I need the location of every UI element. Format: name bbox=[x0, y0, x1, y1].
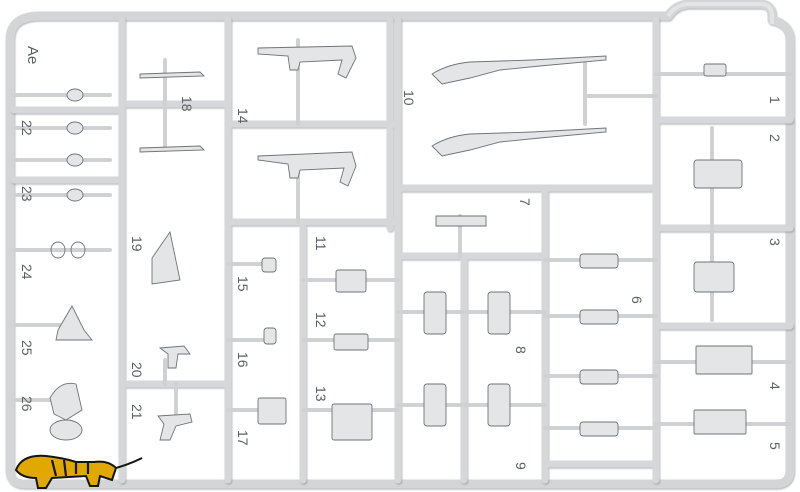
part-number-14: 14 bbox=[235, 108, 251, 124]
part-number-18: 18 bbox=[179, 96, 195, 112]
part-25 bbox=[55, 305, 93, 341]
part-number-21: 21 bbox=[129, 404, 145, 420]
part-number-20: 20 bbox=[129, 362, 145, 378]
sprue-code-label: Ae bbox=[24, 46, 41, 64]
part-number-23: 23 bbox=[19, 186, 35, 202]
parts bbox=[49, 45, 753, 441]
part-number-25: 25 bbox=[19, 340, 35, 356]
rifle-part-10-top bbox=[431, 55, 607, 85]
part-number-5: 5 bbox=[767, 442, 783, 450]
part-number-3: 3 bbox=[767, 238, 783, 246]
part-number-2: 2 bbox=[767, 134, 783, 142]
part-number-7: 7 bbox=[517, 198, 533, 206]
part-number-15: 15 bbox=[235, 276, 251, 292]
part-number-8: 8 bbox=[513, 346, 529, 354]
part-number-17: 17 bbox=[235, 430, 251, 446]
tiger-logo bbox=[14, 454, 143, 489]
part-number-22: 22 bbox=[19, 120, 35, 136]
part-number-1: 1 bbox=[767, 96, 783, 104]
part-21-revolver bbox=[157, 413, 193, 441]
part-number-19: 19 bbox=[129, 236, 145, 252]
rifle-part-10-bottom bbox=[431, 127, 607, 157]
part-number-9: 9 bbox=[513, 462, 529, 470]
outer-runner bbox=[5, 0, 795, 489]
machine-gun-part-11 bbox=[257, 151, 357, 187]
part-number-6: 6 bbox=[629, 296, 645, 304]
part-number-4: 4 bbox=[767, 382, 783, 390]
machine-gun-part-14 bbox=[257, 45, 357, 79]
bayonet-part-18-top bbox=[139, 71, 206, 79]
part-number-24: 24 bbox=[19, 264, 35, 280]
part-7 bbox=[435, 215, 487, 227]
part-26 bbox=[49, 382, 83, 421]
part-number-16: 16 bbox=[235, 352, 251, 368]
part-20-pistol bbox=[158, 345, 191, 369]
part-19 bbox=[151, 230, 181, 285]
gates bbox=[12, 38, 792, 430]
part-number-12: 12 bbox=[313, 312, 329, 328]
part-number-26: 26 bbox=[19, 396, 35, 412]
part-number-11: 11 bbox=[313, 236, 329, 251]
part-numbers: 1234567891011121314151617181920212223242… bbox=[19, 90, 783, 470]
bayonet-part-18-bottom bbox=[139, 145, 206, 153]
part-number-13: 13 bbox=[313, 386, 329, 402]
part-number-10: 10 bbox=[401, 90, 417, 106]
